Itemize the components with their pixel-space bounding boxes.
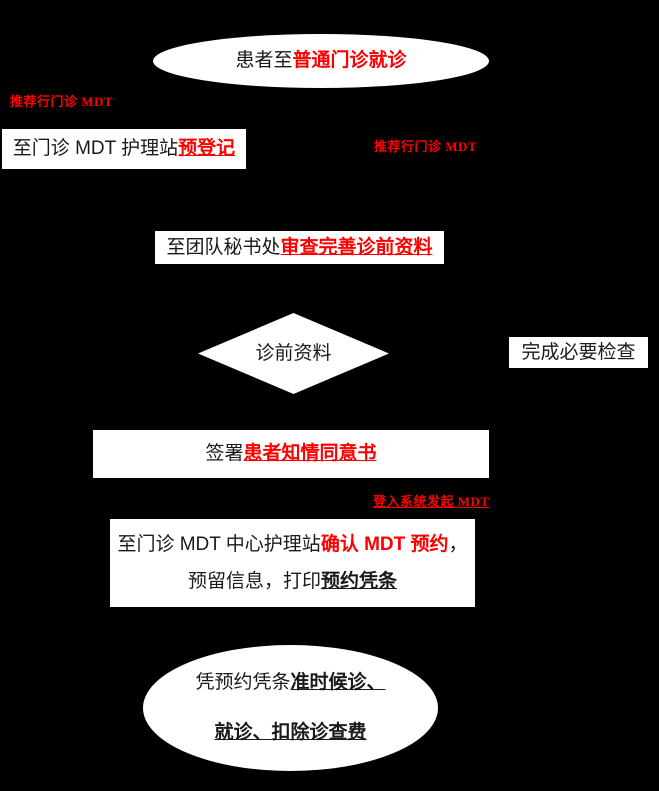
end-ellipse-attend-visit: 凭预约凭条准时候诊、 就诊、扣除诊查费 (143, 645, 438, 771)
secretary-text-prefix: 至团队秘书处 (166, 236, 281, 258)
end-line1-highlight: 准时候诊、 (290, 672, 386, 694)
confirm-line2-highlight: 预约凭条 (321, 570, 398, 592)
process-box-preregistration: 至门诊 MDT 护理站预登记 (2, 129, 246, 169)
end-ellipse-line2: 就诊、扣除诊查费 (214, 721, 366, 745)
prereg-text-highlight: 预登记 (178, 138, 236, 160)
process-box-complete-checks: 完成必要检查 (509, 337, 648, 368)
process-box-confirm-appointment: 至门诊 MDT 中心护理站确认 MDT 预约， 预留信息，打印预约凭条 (110, 519, 475, 607)
confirm-line1-highlight: 确认 MDT 预约 (320, 533, 449, 555)
annotation-login-system-initiate-mdt: 登入系统发起 MDT (373, 494, 490, 509)
consent-text-prefix: 签署 (205, 443, 244, 465)
start-ellipse-patient-visit: 患者至普通门诊就诊 (153, 34, 489, 88)
end-line2-highlight: 就诊、扣除诊查费 (214, 722, 367, 744)
confirm-line2-prefix: 预留信息，打印 (187, 570, 321, 592)
end-line1-prefix: 凭预约凭条 (195, 672, 291, 694)
decision-diamond-pre-visit-materials: 诊前资料 (198, 313, 389, 394)
start-ellipse-text-highlight: 普通门诊就诊 (292, 50, 407, 72)
end-ellipse-line1: 凭预约凭条准时候诊、 (195, 671, 385, 695)
prereg-text-prefix: 至门诊 MDT 护理站 (12, 138, 179, 160)
process-box-sign-consent: 签署患者知情同意书 (93, 430, 489, 478)
start-ellipse-text-prefix: 患者至 (235, 50, 293, 72)
process-box-secretary-review: 至团队秘书处审查完善诊前资料 (155, 231, 444, 264)
secretary-text-highlight: 审查完善诊前资料 (280, 236, 433, 258)
confirm-line1-suffix: ， (448, 533, 468, 555)
confirm-line1-prefix: 至门诊 MDT 中心护理站 (117, 533, 321, 555)
consent-text-highlight: 患者知情同意书 (243, 443, 377, 465)
annotation-recommend-mdt-right: 推荐行门诊 MDT (374, 139, 478, 154)
decision-diamond-label: 诊前资料 (255, 342, 332, 364)
confirm-box-line1: 至门诊 MDT 中心护理站确认 MDT 预约， (117, 533, 467, 557)
confirm-box-line2: 预留信息，打印预约凭条 (188, 570, 397, 594)
checks-box-label: 完成必要检查 (521, 341, 636, 363)
annotation-recommend-mdt-left: 推荐行门诊 MDT (10, 94, 114, 109)
